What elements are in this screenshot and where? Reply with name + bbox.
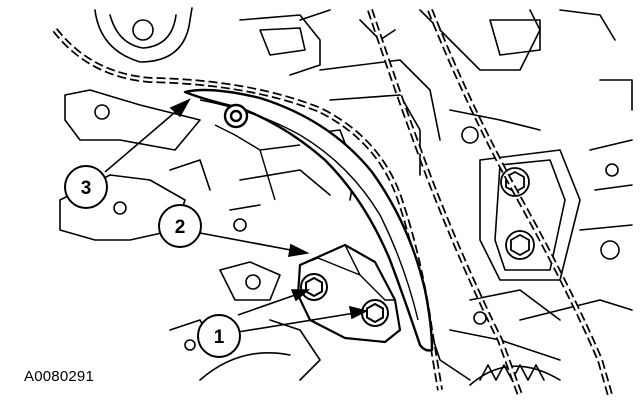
figure-id: A0080291 [24, 368, 95, 385]
callout-1: 1 [197, 314, 241, 358]
callout-3: 3 [64, 165, 108, 209]
leader-lines [104, 98, 369, 333]
callout-1-label: 1 [214, 327, 225, 348]
timing-chains-inner [54, 9, 612, 396]
callout-2-label: 2 [175, 217, 186, 238]
callout-2: 2 [158, 204, 202, 248]
tensioner-arm [183, 88, 434, 352]
tensioner-bolts [300, 273, 389, 327]
casting-bolts [500, 167, 535, 260]
callout-3-label: 3 [81, 178, 92, 199]
